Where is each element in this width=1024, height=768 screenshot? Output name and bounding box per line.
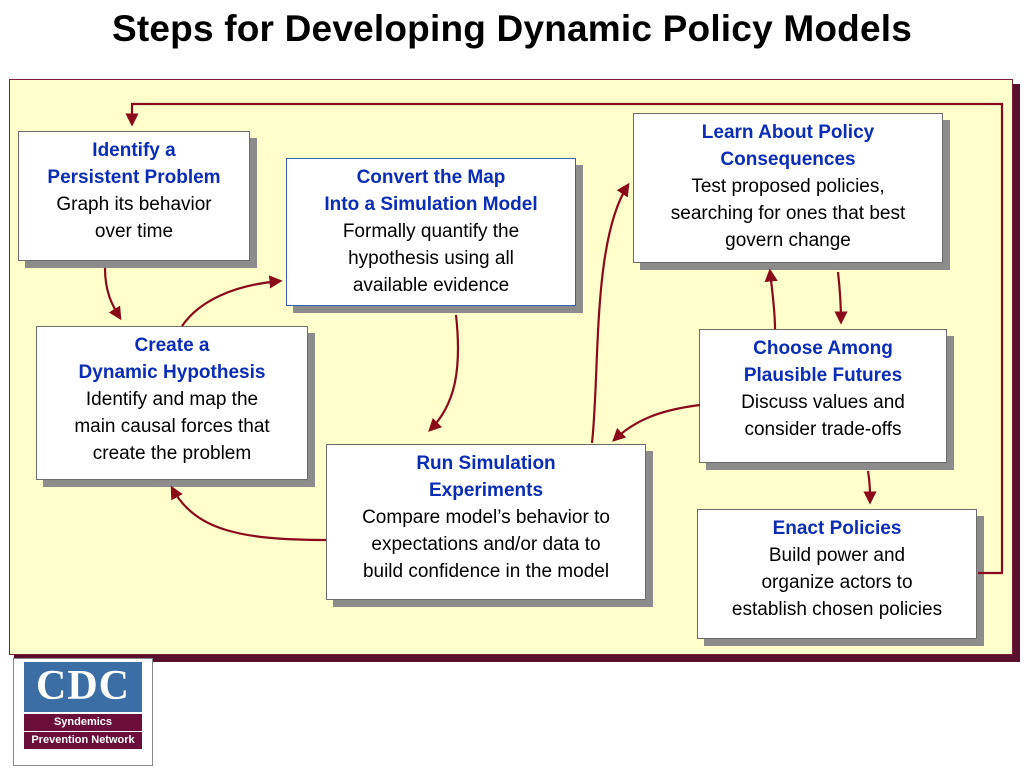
step-heading: Identify a [92, 140, 176, 161]
step-body: build confidence in the model [362, 561, 610, 582]
step-body: expectations and/or data to [371, 534, 601, 555]
step-body: consider trade-offs [744, 419, 902, 440]
cdc-logo: CDC [36, 663, 130, 709]
page-title: Steps for Developing Dynamic Policy Mode… [112, 8, 912, 49]
step-heading: Learn About Policy [701, 122, 875, 143]
step-body: available evidence [352, 275, 510, 296]
cdc-logo-image [24, 662, 142, 712]
step-identify-problem: Identify a Persistent Problem Graph its … [18, 131, 250, 261]
arrow-run-to-create [170, 485, 327, 542]
step-body: Formally quantify the [342, 221, 520, 242]
step-run-experiments: Run Simulation Experiments Compare model… [326, 444, 646, 600]
arrow-learn-to-choose [834, 271, 848, 325]
step-heading: Run Simulation [416, 453, 556, 474]
arrow-choose-to-learn [764, 268, 778, 330]
logo-line-syndemics: Syndemics [24, 714, 142, 731]
arrow-choose-to-run [612, 403, 701, 442]
step-body: Identify and map the [85, 389, 259, 410]
step-body: organize actors to [761, 572, 913, 593]
step-heading: Dynamic Hypothesis [78, 362, 266, 383]
step-heading: Convert the Map [356, 167, 506, 188]
step-heading: Experiments [428, 480, 544, 501]
step-create-hypothesis: Create a Dynamic Hypothesis Identify and… [36, 326, 308, 480]
step-heading: Enact Policies [772, 518, 902, 539]
step-heading: Choose Among [753, 338, 893, 359]
step-convert-map: Convert the Map Into a Simulation Model … [286, 158, 576, 306]
arrow-create-to-convert [181, 275, 283, 327]
step-heading: Into a Simulation Model [324, 194, 538, 215]
step-body: searching for ones that best [670, 203, 906, 224]
step-heading: Consequences [720, 149, 856, 170]
step-body: hypothesis using all [348, 248, 514, 269]
step-body: Build power and [768, 545, 906, 566]
arrow-enact-loop-back [125, 102, 1004, 575]
arrow-identify-to-create [103, 267, 122, 321]
step-heading: Plausible Futures [743, 365, 903, 386]
logo-line-prevention-network: Prevention Network [24, 732, 142, 749]
step-heading: Create a [134, 335, 210, 356]
step-body: over time [94, 221, 174, 242]
step-enact-policies: Enact Policies Build power and organize … [697, 509, 977, 639]
step-body: create the problem [92, 443, 252, 464]
step-body: main causal forces that [74, 416, 270, 437]
step-body: Discuss values and [741, 392, 905, 413]
step-heading: Persistent Problem [47, 167, 221, 188]
step-body: establish chosen policies [731, 599, 943, 620]
step-body: Test proposed policies, [691, 176, 885, 197]
step-body: Compare model’s behavior to [362, 507, 610, 528]
step-learn-consequences: Learn About Policy Consequences Test pro… [633, 113, 943, 263]
step-body: govern change [725, 230, 851, 251]
arrow-choose-to-enact [863, 470, 877, 505]
arrow-convert-to-run [428, 314, 460, 432]
step-body: Graph its behavior [56, 194, 212, 215]
arrow-run-to-learn [590, 182, 630, 444]
step-choose-futures: Choose Among Plausible Futures Discuss v… [699, 329, 947, 463]
